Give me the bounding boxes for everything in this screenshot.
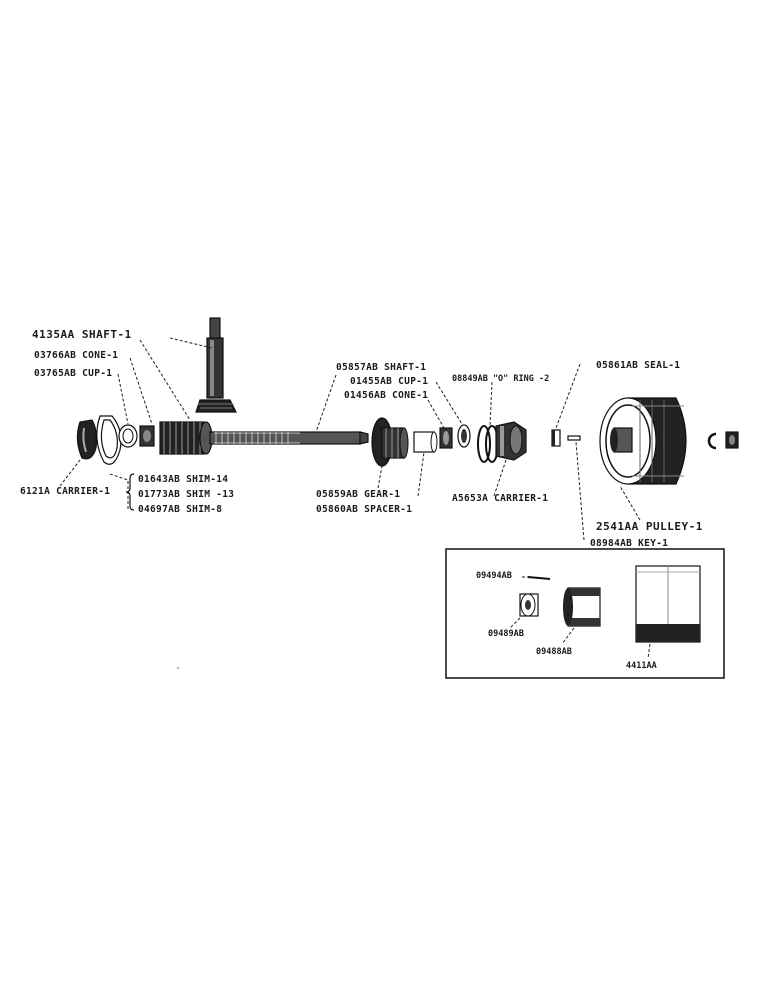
cone-01456ab — [439, 427, 453, 449]
label-cup-01455ab: 01455AB CUP-1 — [350, 376, 428, 387]
label-shim-04697ab: 04697AB SHIM-8 — [138, 504, 222, 515]
label-bushing-09489ab: 09489AB — [488, 629, 524, 639]
seal-05861ab — [551, 429, 561, 447]
carrier-a5653a — [495, 421, 527, 461]
bushing-09489ab — [519, 593, 539, 617]
label-cup-03765ab: 03765AB CUP-1 — [34, 368, 112, 379]
label-cone-01456ab: 01456AB CONE-1 — [344, 390, 428, 401]
cone-03766ab — [139, 425, 155, 447]
label-pulley-2541aa: 2541AA PULLEY-1 — [596, 520, 703, 533]
pinion-shaft-4135aa — [195, 317, 237, 413]
label-carrier-a5653a: A5653A CARRIER-1 — [452, 493, 548, 504]
label-o-ring-08849ab: 08849AB "O" RING -2 — [452, 374, 549, 384]
label-gear-05859ab: 05859AB GEAR-1 — [316, 489, 400, 500]
shims — [96, 415, 122, 465]
end-nut — [725, 431, 739, 449]
gear-05859ab — [371, 417, 409, 467]
label-shaft-05857ab: 05857AB SHAFT-1 — [336, 362, 426, 373]
cup-03765ab — [118, 424, 138, 448]
label-shaft-4135aa: 4135AA SHAFT-1 — [32, 328, 132, 341]
o-rings-08849ab — [477, 425, 499, 463]
drum-4411aa — [635, 565, 701, 643]
leader-lines — [59, 337, 641, 541]
label-drum-4411aa: 4411AA — [626, 661, 657, 671]
label-shim-01773ab: 01773AB SHIM -13 — [138, 489, 234, 500]
label-seal-05861ab: 05861AB SEAL-1 — [596, 360, 680, 371]
label-shim-01643ab: 01643AB SHIM-14 — [138, 474, 228, 485]
inset-panel: 09494AB 09489AB 09488AB 4411AA — [445, 548, 725, 679]
snap-ring — [707, 432, 717, 450]
label-pin-09494ab: 09494AB — [476, 571, 512, 581]
pulley-2541aa — [599, 397, 687, 485]
label-carrier-6121a: 6121A CARRIER-1 — [20, 486, 110, 497]
label-cone-03766ab: 03766AB CONE-1 — [34, 350, 118, 361]
cup-01455ab — [457, 424, 471, 448]
shaft-05857ab — [209, 431, 369, 445]
pin-09494ab — [522, 576, 551, 580]
bevel-gear — [159, 421, 213, 455]
carrier-6121a — [76, 419, 98, 460]
speck — [177, 667, 179, 669]
key-08984ab — [567, 435, 581, 441]
spacer-05860ab — [413, 431, 438, 453]
sleeve-09488ab — [563, 587, 601, 627]
label-sleeve-09488ab: 09488AB — [536, 647, 572, 657]
label-spacer-05860ab: 05860AB SPACER-1 — [316, 504, 412, 515]
label-key-08984ab: 08984AB KEY-1 — [590, 538, 668, 549]
